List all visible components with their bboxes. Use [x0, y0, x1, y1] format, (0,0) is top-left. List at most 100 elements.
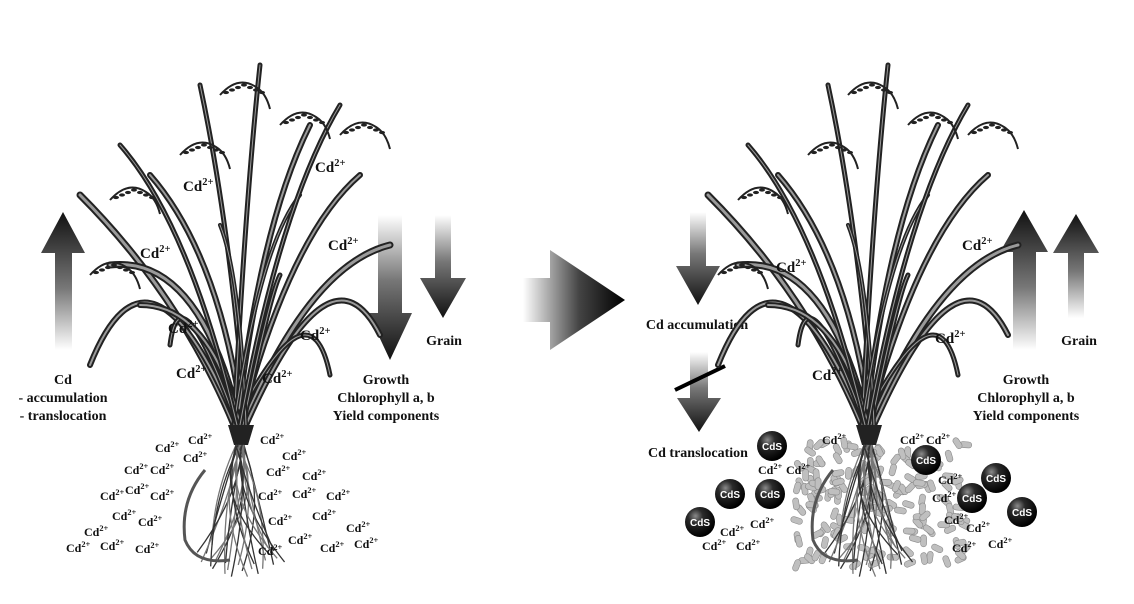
root-strand — [838, 444, 869, 567]
cd-label-title: Cd — [54, 373, 72, 388]
plant-grain — [751, 268, 757, 272]
cd-ion: Cd2+ — [702, 538, 727, 553]
cd-ion: Cd2+ — [282, 448, 307, 463]
cd-ion: Cd2+ — [320, 540, 345, 555]
plant-grain — [811, 150, 817, 155]
root-strand — [239, 444, 286, 563]
cd-ion: Cd2+ — [258, 543, 283, 558]
cd-ion: Cd2+ — [944, 512, 969, 527]
plant-grain — [881, 88, 887, 92]
plant-panicle — [847, 81, 899, 110]
plant-grain — [741, 195, 747, 200]
cds-label: CdS — [762, 442, 782, 453]
plant-grain — [235, 85, 241, 90]
plant-grain — [857, 88, 863, 92]
plant-leaf-highlight — [233, 64, 261, 426]
cds-particle: CdS — [1007, 497, 1037, 527]
plant-grain — [349, 128, 355, 132]
plant-grain — [247, 85, 253, 90]
cd-increase-label: Cd - accumulation - translocation — [18, 373, 107, 424]
cd-ion: Cd2+ — [328, 236, 358, 254]
cd-ions-left: Cd2+Cd2+Cd2+Cd2+Cd2+Cd2+Cd2+Cd2+Cd2+Cd2+… — [66, 158, 379, 558]
plant-leaf-highlight — [861, 64, 889, 426]
plant-grain — [835, 145, 841, 150]
microbe-cell — [902, 527, 916, 535]
cd-ion: Cd2+ — [183, 450, 208, 465]
root-strand — [228, 444, 249, 577]
root-strand — [242, 444, 269, 548]
cd-ion: Cd2+ — [150, 462, 175, 477]
inhibition-bar — [674, 364, 726, 392]
plant-leaf-highlight — [867, 104, 969, 426]
plant-grain — [129, 270, 135, 275]
plant-grain — [847, 150, 853, 155]
grain-increase-arrow — [1053, 214, 1099, 318]
root-strand — [235, 444, 275, 552]
plant-grain — [989, 123, 995, 127]
chlorophyll-label-left: Chlorophyll a, b — [337, 391, 435, 406]
root-strand — [210, 444, 241, 567]
plant-grain — [367, 125, 373, 130]
cds-label: CdS — [916, 456, 936, 467]
root-strand — [842, 444, 874, 561]
cd-ion: Cd2+ — [312, 508, 337, 523]
plant-roots — [810, 444, 914, 577]
cds-particle: CdS — [981, 463, 1011, 493]
cd-ions-right: Cd2+Cd2+Cd2+Cd2+Cd2+Cd2+Cd2+Cd2+Cd2+Cd2+… — [702, 236, 1013, 555]
plant-grain — [863, 85, 869, 90]
microbe-cell — [792, 497, 800, 511]
grain-decrease-arrow — [420, 215, 466, 318]
plant-leaf-highlight — [245, 299, 381, 426]
cd-ion: Cd2+ — [812, 366, 842, 384]
plant-grain — [923, 115, 929, 120]
cd-ion: Cd2+ — [966, 520, 991, 535]
cds-label: CdS — [760, 490, 780, 501]
growth-decrease-arrow — [368, 215, 412, 360]
plant-grain — [131, 188, 137, 192]
plant-panicle — [967, 121, 1019, 150]
cd-ion: Cd2+ — [292, 486, 317, 501]
cd-ion: Cd2+ — [938, 472, 963, 487]
plant-panicle — [89, 261, 141, 290]
microbe-cell — [814, 477, 822, 490]
cd-ion: Cd2+ — [260, 432, 285, 447]
cd-ion: Cd2+ — [786, 462, 811, 477]
plant-leaf-highlight — [239, 104, 341, 426]
cds-sphere — [755, 479, 785, 509]
plant-panicle — [339, 121, 391, 150]
microbe-cell — [793, 481, 802, 495]
cd-ion: Cd2+ — [926, 432, 951, 447]
cd-ion: Cd2+ — [315, 158, 345, 176]
microbe-cell — [951, 512, 964, 523]
plant-grain — [373, 128, 379, 132]
plant-grain — [253, 88, 259, 92]
plant-panicle — [279, 111, 331, 140]
microbe-cell — [941, 480, 953, 492]
microbe-cell — [951, 476, 964, 486]
microbe-cell — [804, 446, 816, 457]
cd-label-accumulation: - accumulation — [18, 391, 107, 406]
plant-grain — [241, 83, 247, 87]
root-strand — [863, 444, 892, 569]
microbe-cell — [952, 437, 963, 450]
plant-grain — [817, 148, 823, 152]
plant-leaf-highlight — [241, 243, 392, 427]
cds-label: CdS — [986, 474, 1006, 485]
rice-plant-left — [76, 62, 394, 577]
cd-ion: Cd2+ — [135, 541, 160, 556]
plant-leaf-highlight — [873, 299, 1009, 426]
cd-ion: Cd2+ — [100, 488, 125, 503]
microbe-cell — [931, 543, 944, 554]
plant-panicle — [807, 141, 859, 170]
cd-ion: Cd2+ — [758, 462, 783, 477]
plant-grain — [283, 120, 289, 125]
plant-grain — [753, 190, 759, 195]
cds-label: CdS — [720, 490, 740, 501]
microbe-cell — [953, 538, 967, 547]
plant-leaf-highlight — [861, 194, 929, 426]
plant-grain — [123, 268, 129, 272]
cd-ion: Cd2+ — [932, 490, 957, 505]
plant-grain — [149, 195, 155, 200]
plant-grain — [765, 190, 771, 195]
microbe-cell — [920, 552, 928, 565]
